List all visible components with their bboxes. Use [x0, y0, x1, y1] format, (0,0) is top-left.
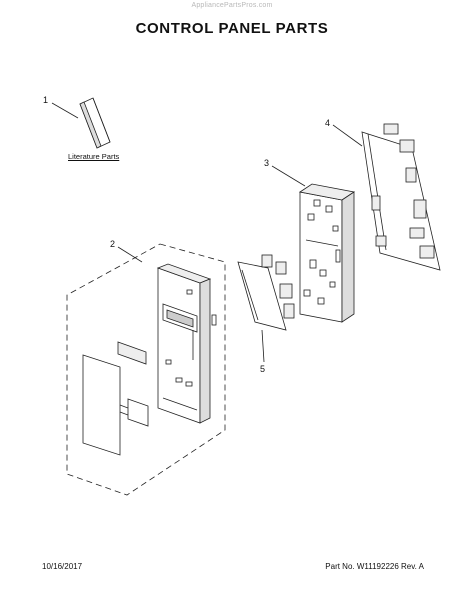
literature-parts-label[interactable]: Literature Parts [68, 152, 120, 161]
leader-line-4 [332, 124, 363, 147]
leader-line-2 [117, 246, 143, 263]
control-panel-frame[interactable] [156, 263, 217, 424]
control-housing[interactable] [298, 183, 356, 323]
assembly-outline [66, 243, 226, 496]
callout-2: 2 [110, 239, 116, 249]
callout-3: 3 [264, 158, 270, 168]
footer-part-number: Part No. W11192226 Rev. A [325, 562, 424, 571]
callout-4: 4 [325, 118, 331, 128]
callout-1: 1 [43, 95, 49, 105]
leader-line-1 [51, 102, 79, 119]
main-control-board[interactable] [361, 123, 441, 271]
leader-line-5 [261, 329, 265, 363]
watermark: AppliancePartsPros.com [191, 2, 273, 9]
keypad-membrane[interactable] [82, 341, 149, 456]
leader-line-3 [271, 165, 306, 187]
footer-date: 10/16/2017 [42, 562, 83, 571]
callout-5: 5 [260, 364, 266, 374]
small-control-board[interactable] [237, 254, 295, 331]
page-title: CONTROL PANEL PARTS [135, 20, 329, 37]
literature-booklet[interactable] [79, 97, 111, 149]
